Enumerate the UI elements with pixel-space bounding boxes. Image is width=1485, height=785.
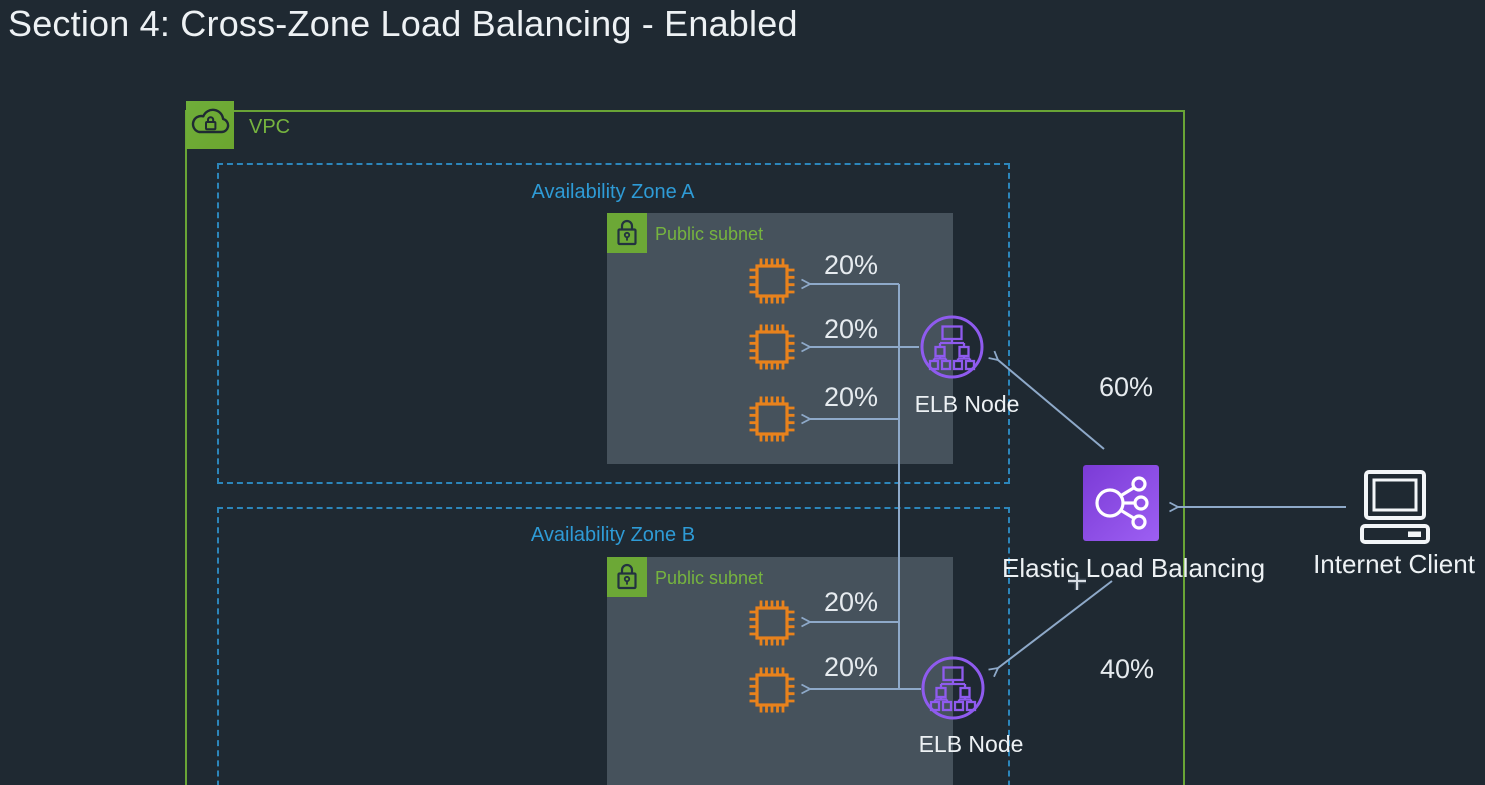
traffic-percent-label: 20% bbox=[823, 652, 879, 682]
availability-zone-b-label: Availability Zone B bbox=[530, 524, 696, 546]
public-subnet-a-box bbox=[607, 213, 953, 464]
elastic-load-balancing-label: Elastic Load Balancing bbox=[1002, 553, 1266, 583]
ec2-instance-icon bbox=[748, 257, 796, 305]
subnet-lock-icon bbox=[607, 213, 647, 253]
public-subnet-a-label: Public subnet bbox=[655, 224, 764, 244]
mouse-crosshair-cursor bbox=[1068, 572, 1086, 590]
availability-zone-a-box bbox=[217, 163, 1010, 484]
availability-zone-a-label: Availability Zone A bbox=[531, 181, 695, 203]
elb-to-zone-b-percent: 40% bbox=[1099, 654, 1155, 684]
public-subnet-b-box bbox=[607, 557, 953, 785]
vpc-box bbox=[185, 110, 1185, 785]
ec2-instance-icon bbox=[748, 323, 796, 371]
ec2-instance-icon bbox=[748, 395, 796, 443]
traffic-percent-label: 20% bbox=[823, 250, 879, 280]
internet-client-label: Internet Client bbox=[1313, 549, 1475, 579]
public-subnet-b-label: Public subnet bbox=[655, 568, 764, 588]
internet-client-icon bbox=[1356, 470, 1432, 548]
page-title: Section 4: Cross-Zone Load Balancing - E… bbox=[8, 3, 798, 44]
elastic-load-balancing-icon bbox=[1083, 465, 1159, 541]
vpc-cloud-lock-icon bbox=[186, 101, 234, 149]
elb-node-b-label: ELB Node bbox=[918, 731, 1024, 757]
elb-to-zone-a-percent: 60% bbox=[1098, 372, 1154, 402]
elb-node-a-label: ELB Node bbox=[914, 391, 1020, 417]
traffic-percent-label: 20% bbox=[823, 314, 879, 344]
vpc-label: VPC bbox=[249, 116, 291, 138]
ec2-instance-icon bbox=[748, 666, 796, 714]
subnet-lock-icon bbox=[607, 557, 647, 597]
traffic-percent-label: 20% bbox=[823, 382, 879, 412]
elb-node-icon bbox=[920, 655, 986, 721]
elb-node-icon bbox=[919, 314, 985, 380]
traffic-percent-label: 20% bbox=[823, 587, 879, 617]
ec2-instance-icon bbox=[748, 599, 796, 647]
